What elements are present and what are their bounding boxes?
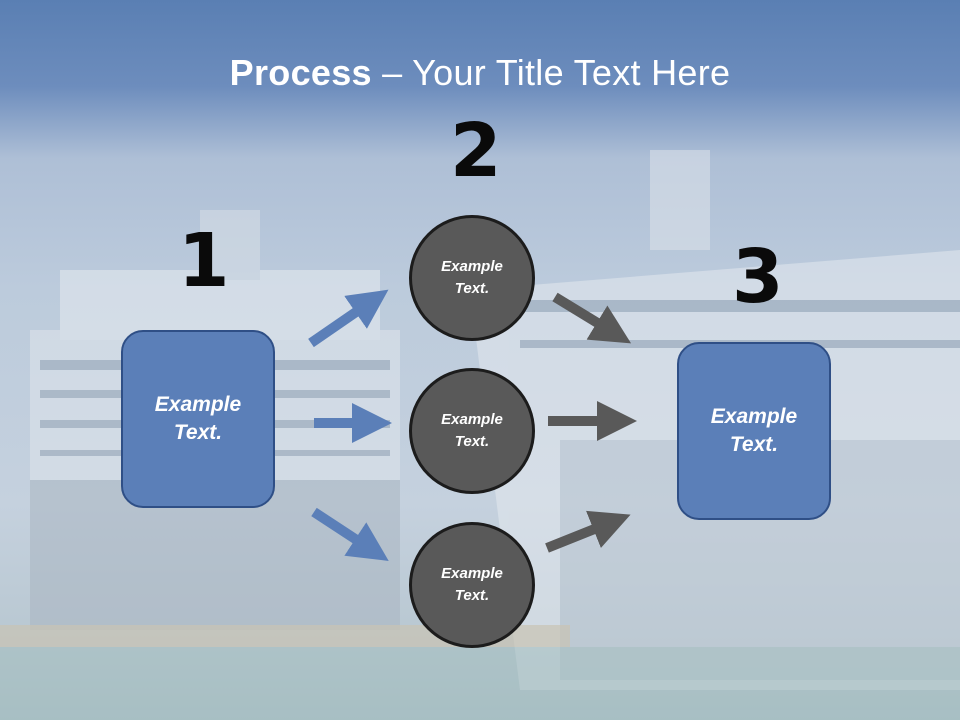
slide-title: Process – Your Title Text Here xyxy=(0,52,960,94)
title-dash: – xyxy=(371,52,413,93)
title-bold: Process xyxy=(229,52,372,93)
step-2-circle-middle: Example Text. xyxy=(409,368,535,494)
title-rest: Your Title Text Here xyxy=(412,52,731,93)
step-3-number: 3 xyxy=(732,234,784,320)
step-2-circle-top: Example Text. xyxy=(409,215,535,341)
step-2-circle-bottom: Example Text. xyxy=(409,522,535,648)
step-1-box: Example Text. xyxy=(121,330,275,508)
step-3-box: Example Text. xyxy=(677,342,831,520)
step-1-number: 1 xyxy=(178,218,230,304)
step-2-number: 2 xyxy=(450,108,502,194)
